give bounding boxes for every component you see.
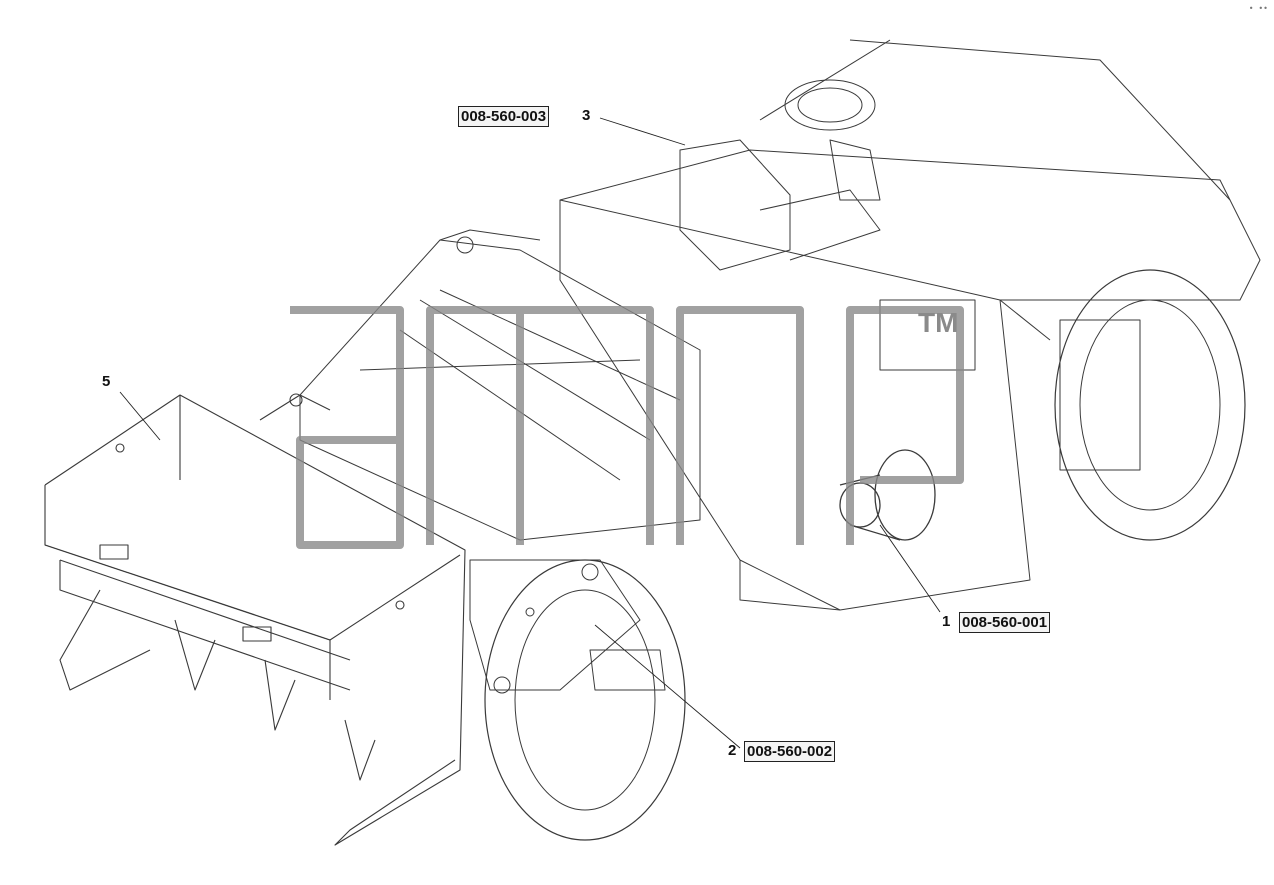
part-ref-3[interactable]: 008-560-003 — [458, 106, 550, 127]
operator-seat — [679, 79, 881, 271]
callout-number-5: 5 — [102, 373, 111, 390]
rear-drum — [1054, 269, 1246, 541]
front-bracket — [469, 559, 666, 694]
chassis-frame — [559, 39, 1261, 611]
part-ref-1[interactable]: 008-560-001 — [959, 612, 1051, 633]
leader-lines — [119, 117, 941, 749]
callout-number-2: 2 — [728, 742, 737, 759]
corner-mark: • •• — [1248, 4, 1268, 13]
callout-number-1: 1 — [942, 613, 951, 630]
watermark-logo — [290, 306, 964, 549]
watermark-trademark: TM — [918, 307, 958, 338]
pump-unit — [839, 449, 936, 541]
bumper-assembly — [44, 393, 466, 846]
engine-hood — [299, 229, 701, 541]
front-drum — [484, 559, 686, 841]
callout-number-3: 3 — [582, 107, 591, 124]
part-ref-2[interactable]: 008-560-002 — [744, 741, 836, 762]
